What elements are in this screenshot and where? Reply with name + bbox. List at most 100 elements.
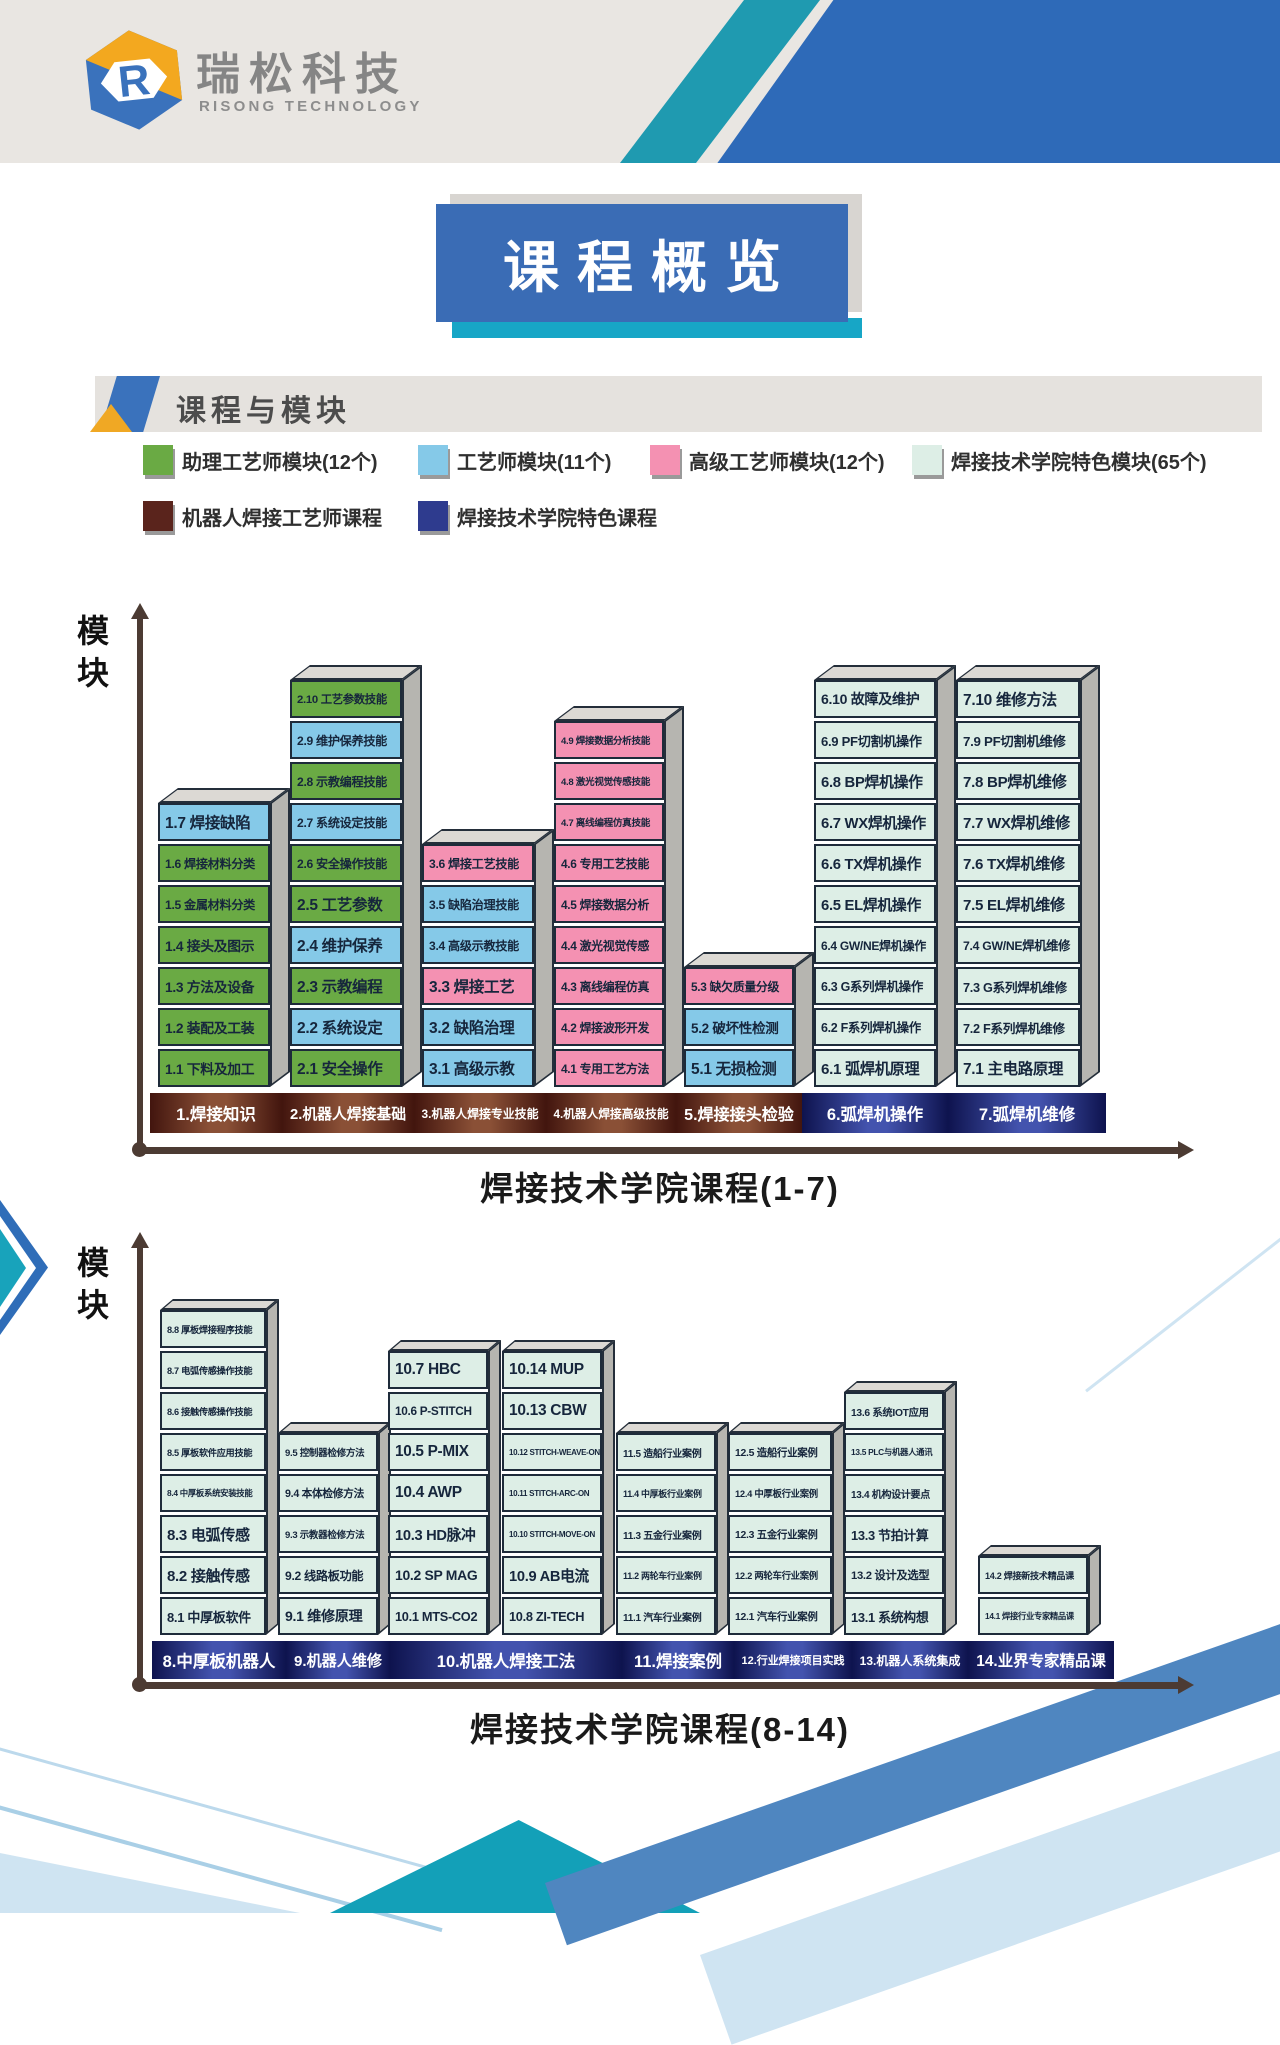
module-cell: 12.2 两轮车行业案例 — [728, 1556, 832, 1594]
module-cell: 6.6 TX焊机操作 — [814, 844, 936, 882]
module-cell: 7.10 维修方法 — [956, 680, 1080, 718]
module-cell: 6.2 F系列焊机操作 — [814, 1008, 936, 1046]
section-title: 课程与模块 — [176, 395, 351, 428]
course-base-bar: 11.焊接案例 — [622, 1641, 734, 1679]
legend-swatch-assistant — [143, 445, 173, 475]
module-cell: 2.7 系统设定技能 — [290, 803, 402, 841]
module-cell: 14.2 焊接新技术精品课 — [978, 1556, 1088, 1594]
module-cell: 8.4 中厚板系统安装技能 — [160, 1474, 266, 1512]
module-cell: 8.1 中厚板软件 — [160, 1597, 266, 1635]
module-cell: 7.9 PF切割机维修 — [956, 721, 1080, 759]
module-cell: 7.8 BP焊机维修 — [956, 762, 1080, 800]
legend-item-senior: 高级工艺师模块(12个) — [650, 445, 885, 475]
legend-item-special: 焊接技术学院特色模块(65个) — [912, 445, 1207, 475]
module-cell: 7.1 主电路原理 — [956, 1049, 1080, 1087]
module-cell: 6.10 故障及维护 — [814, 680, 936, 718]
y-axis-arrow-icon — [131, 603, 149, 619]
module-cell: 11.2 两轮车行业案例 — [616, 1556, 716, 1594]
course-base-bar: 3.机器人焊接专业技能 — [414, 1093, 546, 1133]
module-cell: 2.5 工艺参数 — [290, 885, 402, 923]
course-base-bar: 6.弧焊机操作 — [802, 1093, 948, 1133]
module-cell: 6.9 PF切割机操作 — [814, 721, 936, 759]
course-base-bar: 8.中厚板机器人 — [152, 1641, 286, 1679]
course-base-bar: 14.业界专家精品课 — [968, 1641, 1114, 1679]
module-cell: 7.2 F系列焊机维修 — [956, 1008, 1080, 1046]
module-cell: 8.5 厚板软件应用技能 — [160, 1433, 266, 1471]
module-cell: 12.5 造船行业案例 — [728, 1433, 832, 1471]
module-cell: 10.14 MUP — [502, 1351, 602, 1389]
module-cell: 1.4 接头及图示 — [158, 926, 270, 964]
section-band — [95, 376, 1262, 432]
module-cell: 6.7 WX焊机操作 — [814, 803, 936, 841]
module-cell: 10.3 HD脉冲 — [388, 1515, 488, 1553]
legend-label: 焊接技术学院特色模块(65个) — [951, 451, 1207, 474]
legend-label: 机器人焊接工艺师课程 — [182, 507, 382, 530]
course-base-bar: 1.焊接知识 — [150, 1093, 282, 1133]
module-cell: 4.3 离线编程仿真 — [554, 967, 664, 1005]
legend-swatch-special_course — [418, 501, 448, 531]
module-cell: 13.1 系统构想 — [844, 1597, 944, 1635]
module-cell: 1.1 下料及加工 — [158, 1049, 270, 1087]
module-cell: 2.10 工艺参数技能 — [290, 680, 402, 718]
module-cell: 7.6 TX焊机维修 — [956, 844, 1080, 882]
module-cell: 3.4 高级示教技能 — [422, 926, 534, 964]
module-cell: 2.4 维护保养 — [290, 926, 402, 964]
module-cell: 12.4 中厚板行业案例 — [728, 1474, 832, 1512]
y-axis — [137, 1246, 143, 1685]
module-cell: 13.2 设计及选型 — [844, 1556, 944, 1594]
y-axis-arrow-icon — [131, 1232, 149, 1248]
module-cell: 3.6 焊接工艺技能 — [422, 844, 534, 882]
course-base-bar: 12.行业焊接项目实践 — [734, 1641, 852, 1679]
module-cell: 8.7 电弧传感操作技能 — [160, 1351, 266, 1389]
module-cell: 10.6 P-STITCH — [388, 1392, 488, 1430]
module-cell: 6.8 BP焊机操作 — [814, 762, 936, 800]
legend-item-assistant: 助理工艺师模块(12个) — [143, 445, 378, 475]
module-cell: 10.11 STITCH-ARC-ON — [502, 1474, 602, 1512]
module-cell: 10.5 P-MIX — [388, 1433, 488, 1471]
axis-origin-dot — [132, 1142, 147, 1157]
y-axis-label: 模块 — [73, 614, 109, 698]
legend-swatch-robot_course — [143, 501, 173, 531]
module-cell: 10.12 STITCH-WEAVE-ON — [502, 1433, 602, 1471]
module-cell: 2.8 示教编程技能 — [290, 762, 402, 800]
legend-label: 助理工艺师模块(12个) — [182, 451, 378, 474]
module-cell: 4.8 激光视觉传感技能 — [554, 762, 664, 800]
column-side-face — [1088, 1545, 1101, 1635]
module-cell: 3.2 缺陷治理 — [422, 1008, 534, 1046]
module-cell: 12.1 汽车行业案例 — [728, 1597, 832, 1635]
module-cell: 10.9 AB电流 — [502, 1556, 602, 1594]
module-cell: 4.1 专用工艺方法 — [554, 1049, 664, 1087]
legend-swatch-special — [912, 445, 942, 475]
module-cell: 2.6 安全操作技能 — [290, 844, 402, 882]
module-cell: 4.7 离线编程仿真技能 — [554, 803, 664, 841]
module-cell: 10.1 MTS-CO2 — [388, 1597, 488, 1635]
x-axis — [137, 1682, 1178, 1689]
module-cell: 3.1 高级示教 — [422, 1049, 534, 1087]
module-cell: 13.3 节拍计算 — [844, 1515, 944, 1553]
course-base-bar: 5.焊接接头检验 — [676, 1093, 802, 1133]
x-axis-arrow-icon — [1178, 1141, 1194, 1159]
module-cell: 2.2 系统设定 — [290, 1008, 402, 1046]
y-axis-label: 模块 — [73, 1246, 109, 1330]
legend-label: 焊接技术学院特色课程 — [457, 507, 657, 530]
module-cell: 1.3 方法及设备 — [158, 967, 270, 1005]
course-base-bar: 9.机器人维修 — [286, 1641, 390, 1679]
legend-swatch-senior — [650, 445, 680, 475]
module-cell: 2.9 维护保养技能 — [290, 721, 402, 759]
module-cell: 6.4 GW/NE焊机操作 — [814, 926, 936, 964]
module-cell: 2.3 示教编程 — [290, 967, 402, 1005]
module-cell: 13.5 PLC与机器人通讯 — [844, 1433, 944, 1471]
module-cell: 4.6 专用工艺技能 — [554, 844, 664, 882]
